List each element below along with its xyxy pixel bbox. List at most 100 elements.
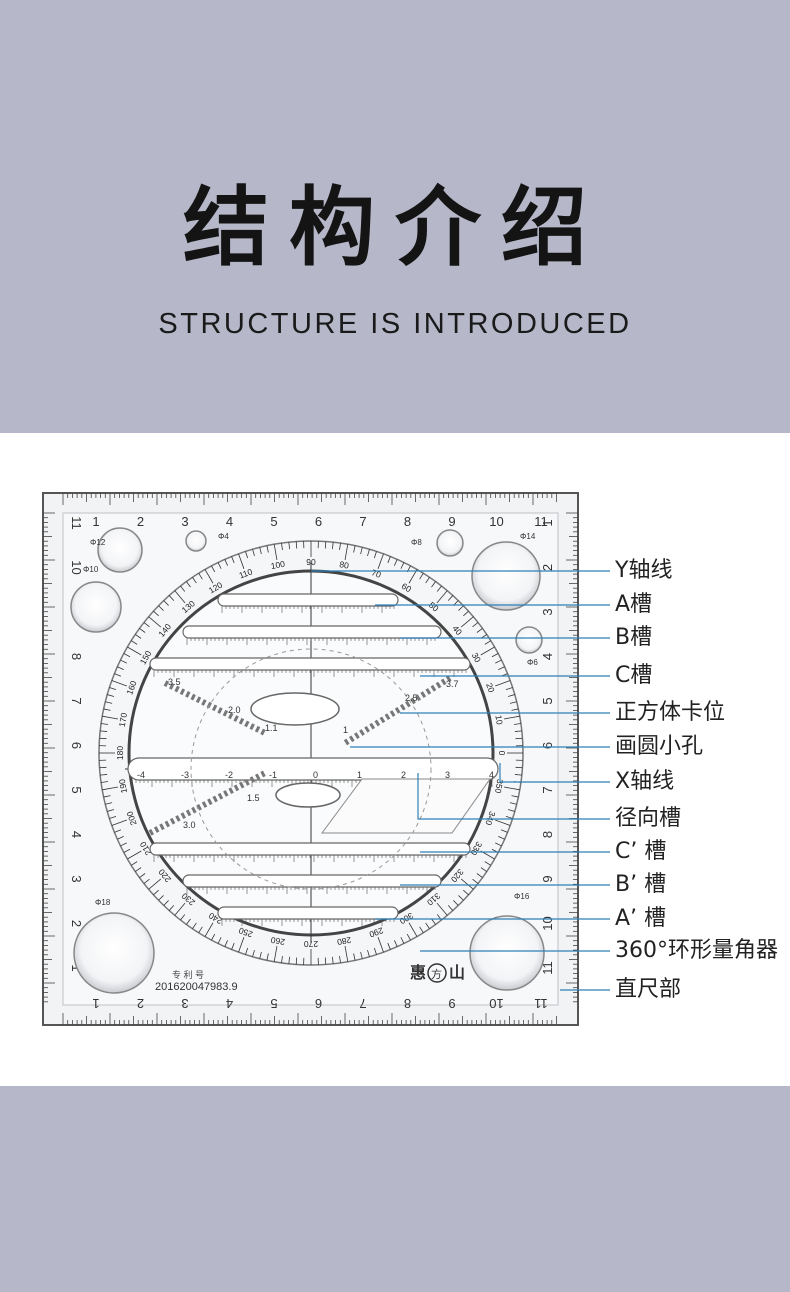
ring-tick xyxy=(400,562,405,569)
ring-tick xyxy=(143,622,150,628)
top-number: 1 xyxy=(92,514,99,529)
radial-label: 2.0 xyxy=(228,705,241,715)
ring-tick xyxy=(153,889,159,896)
ring-tick xyxy=(484,861,491,866)
ring-tick xyxy=(111,819,127,826)
ring-tick xyxy=(198,926,203,933)
patent-label: 专 利 号 xyxy=(172,969,204,980)
x-slot-number: -3 xyxy=(181,770,189,780)
hole-label: Φ12 xyxy=(90,538,106,547)
protractor-label: 0 xyxy=(497,751,507,756)
ring-tick xyxy=(273,544,278,561)
bottom-number: 1 xyxy=(92,996,99,1011)
ring-tick xyxy=(498,836,505,840)
left-number: 8 xyxy=(69,653,84,660)
slot-c xyxy=(149,657,471,671)
ring-tick xyxy=(476,873,483,878)
ring-tick xyxy=(447,595,454,601)
ring-tick xyxy=(204,922,214,937)
ring-tick xyxy=(148,878,162,890)
ring-tick xyxy=(353,953,356,961)
hole-label: Φ14 xyxy=(520,532,536,541)
callout-label: B’ 槽 xyxy=(615,872,667,897)
callout-label: 直尺部 xyxy=(615,977,682,1002)
ring-tick xyxy=(168,595,175,601)
ring-tick xyxy=(224,559,228,566)
bottom-number: 9 xyxy=(448,996,455,1011)
radial-label: 3.0 xyxy=(183,820,196,830)
bottom-number: 10 xyxy=(489,996,503,1011)
top-number: 11 xyxy=(534,514,548,529)
ring-tick xyxy=(511,795,519,798)
ring-tick xyxy=(192,922,197,929)
ring-tick xyxy=(507,809,515,812)
ring-tick xyxy=(408,922,418,937)
ring-tick xyxy=(495,819,511,826)
radial-slot-left-upper xyxy=(163,680,267,736)
ring-tick xyxy=(245,551,249,559)
right-number: 8 xyxy=(540,831,555,838)
ring-tick xyxy=(377,553,384,569)
ring-tick xyxy=(109,815,117,819)
protractor-label: 180 xyxy=(115,746,125,760)
ring-tick xyxy=(377,937,384,953)
left-number: 7 xyxy=(69,697,84,704)
callout-label: A槽 xyxy=(615,592,653,617)
slot-a xyxy=(217,593,399,607)
callout-label: 画圆小孔 xyxy=(615,734,704,759)
protractor-label: 30 xyxy=(470,651,484,664)
ring-tick xyxy=(148,616,162,628)
protractor-label: 260 xyxy=(270,935,286,947)
callout-leaders xyxy=(311,570,610,991)
ring-tick xyxy=(505,815,513,819)
ring-tick xyxy=(373,947,377,955)
top-number: 2 xyxy=(137,514,144,529)
ring-tick xyxy=(431,918,436,925)
drawing-hole xyxy=(469,915,545,991)
x-slot-number: -2 xyxy=(225,770,233,780)
hole-label: Φ4 xyxy=(218,532,229,541)
drawing-hole xyxy=(97,527,143,573)
ring-tick xyxy=(117,666,124,670)
ring-tick xyxy=(394,940,398,947)
ring-tick xyxy=(472,878,479,884)
ring-tick xyxy=(238,553,245,569)
top-number: 8 xyxy=(404,514,411,529)
ring-tick xyxy=(107,809,115,812)
center-oval-upper xyxy=(250,692,340,726)
ring-tick xyxy=(436,902,448,916)
ring-tick xyxy=(120,659,127,664)
brand-mid: 方 xyxy=(431,967,442,981)
ring-tick xyxy=(186,918,191,925)
ring-tick xyxy=(503,715,520,720)
ring-tick xyxy=(503,786,520,791)
ring-tick xyxy=(158,895,164,901)
brand-left: 惠 xyxy=(410,963,426,982)
ring-tick xyxy=(495,842,502,847)
ring-tick xyxy=(131,640,138,645)
radial-label: 1 xyxy=(343,725,348,735)
bottom-number: 7 xyxy=(359,996,366,1011)
ring-tick xyxy=(514,774,522,776)
ring-tick xyxy=(511,708,519,711)
ring-tick xyxy=(135,634,142,639)
ring-tick xyxy=(367,949,370,957)
left-number: 6 xyxy=(69,742,84,749)
right-number: 3 xyxy=(540,608,555,615)
ring-tick xyxy=(505,687,513,691)
ring-tick xyxy=(400,937,405,944)
x-slot-number: -1 xyxy=(269,770,277,780)
ring-tick xyxy=(103,708,111,711)
drawing-hole xyxy=(515,626,543,654)
bottom-number: 2 xyxy=(137,996,144,1011)
ring-tick xyxy=(163,600,169,606)
callout-label: X轴线 xyxy=(615,769,675,794)
x-slot-number: -4 xyxy=(137,770,145,780)
ring-tick xyxy=(120,842,127,847)
protractor-label: 10 xyxy=(493,714,505,725)
arc-dashed xyxy=(190,648,432,890)
left-number: 10 xyxy=(69,560,84,574)
ring-tick xyxy=(425,577,430,584)
left-number: 3 xyxy=(69,875,84,882)
bottom-number: 4 xyxy=(226,996,233,1011)
